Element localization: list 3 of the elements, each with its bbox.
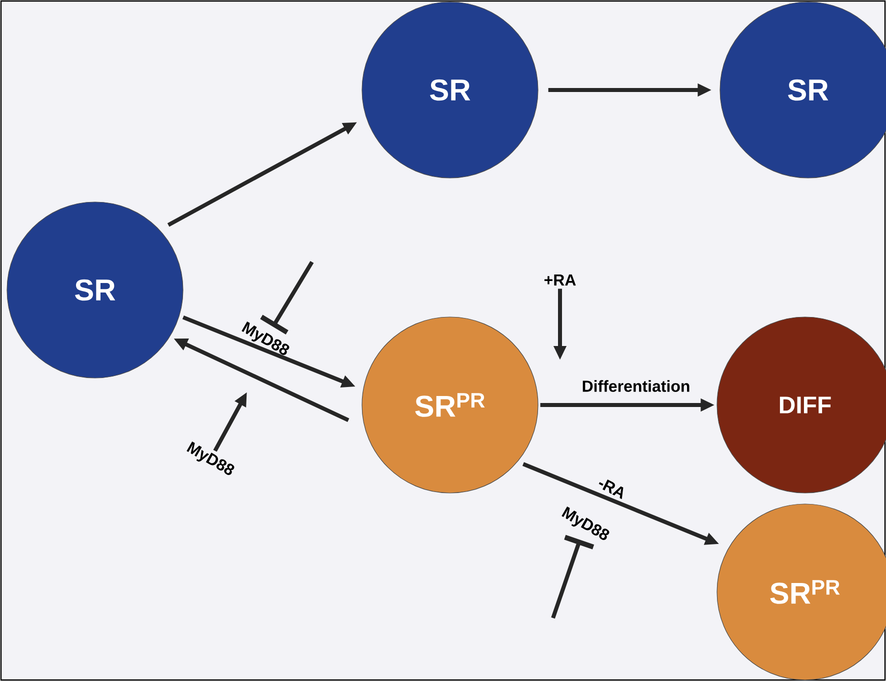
edge-label: Differentiation xyxy=(580,379,692,393)
factor-label: +RA xyxy=(544,274,576,286)
edge-label: -RA xyxy=(596,475,629,501)
